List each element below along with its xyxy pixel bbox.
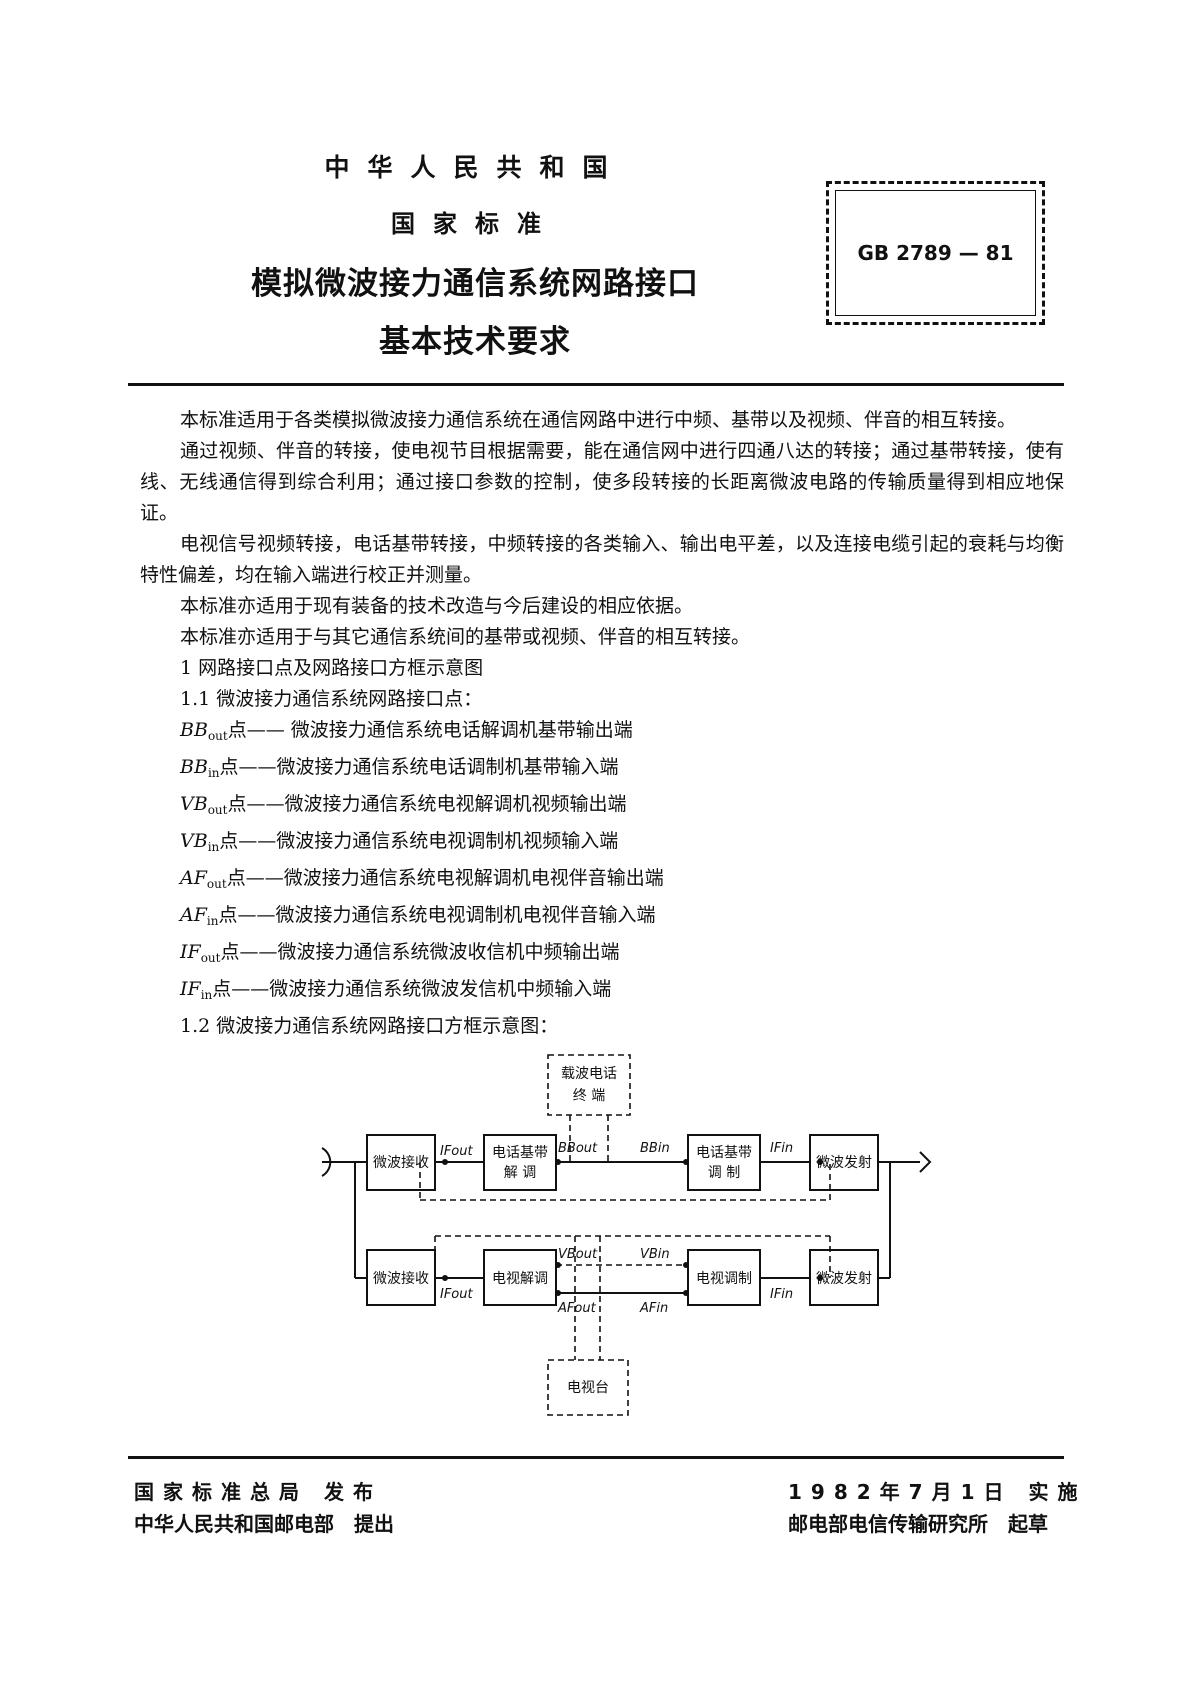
interface-point-item: BBout点—— 微波接力通信系统电话解调机基带输出端 <box>180 719 633 743</box>
top-rule <box>128 383 1064 386</box>
if-in-bot-label: IFin <box>770 1287 793 1302</box>
standard-code: GB 2789 — 81 <box>835 190 1036 316</box>
carrier-label-1: 载波电话 <box>561 1066 617 1082</box>
interface-point-item: VBout点——微波接力通信系统电视解调机视频输出端 <box>180 793 627 817</box>
tv-mod-label: 电视调制 <box>696 1271 752 1287</box>
footer-issuer: 国家标准总局 发布 <box>134 1480 382 1504</box>
interface-block-diagram: 载波电话 终 端 微波接收 电话基带 解 调 电话基带 调 制 微波发射 微波接… <box>321 1054 932 1416</box>
document-title-line2: 基本技术要求 <box>379 324 571 360</box>
footer-effective-date: 1982年7月1日 实施 <box>788 1480 1087 1504</box>
paragraph-2: 通过视频、伴音的转接，使电视节目根据需要，能在通信网中进行四通八达的转接；通过基… <box>140 440 1064 524</box>
interface-point-item: IFin点——微波接力通信系统微波发信机中频输入端 <box>180 978 612 1002</box>
paragraph-3: 电视信号视频转接，电话基带转接，中频转接的各类输入、输出电平差，以及连接电缆引起… <box>140 533 1064 586</box>
document-title-line1: 模拟微波接力通信系统网路接口 <box>251 266 699 302</box>
vb-out-label: VBout <box>558 1247 598 1262</box>
rx-bot-label: 微波接收 <box>373 1270 429 1287</box>
demod-tel-label-1: 电话基带 <box>492 1144 548 1161</box>
interface-point-item: AFin点——微波接力通信系统电视调制机电视伴音输入端 <box>180 904 656 928</box>
footer-proposer: 中华人民共和国邮电部 提出 <box>134 1512 394 1536</box>
interface-point-item: AFout点——微波接力通信系统电视解调机电视伴音输出端 <box>180 867 664 891</box>
telephone-baseband-demod-box <box>483 1134 557 1191</box>
footer-drafter: 邮电部电信传输研究所 起草 <box>788 1512 1048 1536</box>
document-body: 本标准适用于各类模拟微波接力通信系统在通信网路中进行中频、基带以及视频、伴音的相… <box>140 405 1064 1042</box>
section-1-1-heading: 1.1 微波接力通信系统网路接口点： <box>180 688 483 710</box>
if-in-top-label: IFin <box>770 1141 793 1156</box>
tx-top-label: 微波发射 <box>816 1155 872 1171</box>
bottom-rule <box>128 1456 1064 1459</box>
interface-point-item: IFout点——微波接力通信系统微波收信机中频输出端 <box>180 941 620 965</box>
paragraph-5: 本标准亦适用于与其它通信系统间的基带或视频、伴音的相互转接。 <box>180 626 751 648</box>
paragraph-4: 本标准亦适用于现有装备的技术改造与今后建设的相应依据。 <box>180 595 694 617</box>
standard-code-box: GB 2789 — 81 <box>826 181 1045 325</box>
tv-station-label: 电视台 <box>567 1380 609 1396</box>
mod-tel-label-2: 调 制 <box>708 1165 740 1181</box>
if-out-top-label: IFout <box>440 1144 474 1159</box>
tv-station-box <box>547 1359 629 1416</box>
bb-in-label: BBin <box>640 1141 670 1156</box>
af-in-label: AFin <box>639 1301 668 1316</box>
section-1-heading: 1 网路接口点及网路接口方框示意图 <box>180 657 484 679</box>
rx-top-label: 微波接收 <box>373 1154 429 1171</box>
interface-point-item: VBin点——微波接力通信系统电视调制机视频输入端 <box>180 830 619 854</box>
tx-bot-label: 微波发射 <box>816 1271 872 1287</box>
telephone-baseband-mod-box <box>687 1134 761 1191</box>
carrier-telephone-terminal-box <box>547 1054 631 1116</box>
vb-in-label: VBin <box>640 1247 670 1262</box>
carrier-label-2: 终 端 <box>573 1088 605 1104</box>
section-1-2-heading: 1.2 微波接力通信系统网路接口方框示意图： <box>180 1015 559 1037</box>
header-standard-label: 国家标准 <box>391 210 559 238</box>
interface-point-item: BBin点——微波接力通信系统电话调制机基带输入端 <box>180 756 619 780</box>
af-out-label: AFout <box>557 1301 597 1316</box>
header-country: 中华人民共和国 <box>324 153 626 182</box>
tv-demod-label: 电视解调 <box>492 1271 548 1287</box>
mod-tel-label-1: 电话基带 <box>696 1144 752 1161</box>
paragraph-1: 本标准适用于各类模拟微波接力通信系统在通信网路中进行中频、基带以及视频、伴音的相… <box>180 409 1017 431</box>
demod-tel-label-2: 解 调 <box>504 1165 536 1181</box>
if-out-bot-label: IFout <box>440 1287 474 1302</box>
bb-out-label: BBout <box>558 1141 598 1156</box>
